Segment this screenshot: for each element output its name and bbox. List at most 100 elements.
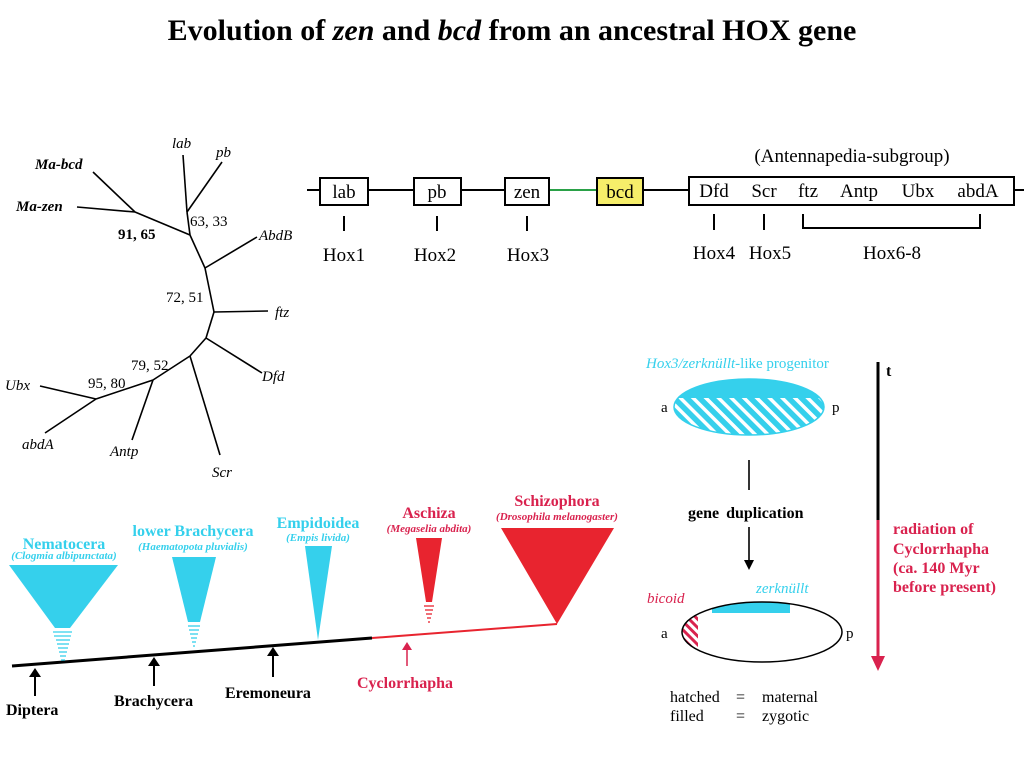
axis-a-label-2: a [661,626,668,642]
gene-zen: zen [514,182,541,203]
nematocera-wedge [9,565,118,628]
diptera-phylogeny: Nematocera lower Brachycera Empidoidea A… [6,493,618,719]
hox3-label: Hox3 [507,245,549,266]
leaf-ma-bcd: Ma-bcd [34,157,83,173]
gene-scr: Scr [751,181,777,202]
hox5-label: Hox5 [749,243,791,264]
hox6-8-bracket [802,214,981,229]
support-value: 91, 65 [118,227,156,243]
phylogeny-baseline [11,636,373,668]
hox-gene-tree [39,154,269,456]
gene-lab: lab [332,182,355,203]
lower-brachycera-species: (Haematopota pluvialis) [138,541,248,553]
tree-branch [189,355,221,456]
leaf-ma-zen: Ma-zen [15,199,63,215]
hox4-label: Hox4 [693,243,736,264]
title-and: and [381,14,431,47]
gene-bcd: bcd [606,182,634,203]
empidoidea-species: (Empis livida) [286,532,350,544]
tree-branch [95,379,154,400]
tree-branch [131,379,154,441]
axis-a-label: a [661,400,668,416]
axis-p-label-2: p [846,626,854,642]
legend-eq-2: = [736,708,745,725]
slide-title: Evolution of zen and bcd from an ancestr… [0,14,1024,48]
zerknullt-domain [712,602,790,613]
gene-abda: abdA [957,181,998,202]
aschiza-wedge [416,538,442,602]
empidoidea-label: Empidoidea [277,515,360,532]
legend-eq-1: = [736,689,745,706]
tree-branch [189,234,206,269]
schizophora-wedge [501,528,614,624]
title-bcd: bcd [437,14,482,47]
tree-branch [44,398,97,434]
leaf-dfd: Dfd [261,369,285,385]
brachycera-node: Brachycera [114,693,193,710]
nematocera-hatch [53,631,72,661]
radiation-line-2: Cyclorrhapha [893,541,989,558]
tree-branch [186,211,191,236]
tree-branch [152,355,191,381]
gene-antp: Antp [840,181,878,202]
leaf-abda: abdA [22,437,55,453]
support-value: 95, 80 [88,376,126,392]
hox1-label: Hox1 [323,245,365,266]
tree-branch [182,154,188,213]
bicoid-label: bicoid [647,591,685,607]
progenitor-hatch [674,398,824,435]
legend-zygotic: zygotic [762,708,809,725]
aschiza-species: (Megaselia abdita) [387,523,472,535]
gene-word: gene [688,505,719,522]
time-label: t [886,363,892,380]
radiation-line-1: radiation of [893,521,974,538]
gene-box-zen [504,177,550,206]
gene-ftz: ftz [798,181,818,202]
tree-branch [189,337,207,357]
tree-branch [134,211,191,236]
aschiza-label: Aschiza [402,505,455,522]
duplication-label: gene duplication [688,505,804,522]
title-zen: zen [332,14,375,47]
schizophora-species: (Drosophila melanogaster) [496,511,618,523]
cyclorrhapha-node: Cyclorrhapha [357,675,453,692]
gene-dfd: Dfd [699,181,729,202]
gene-box-lab [319,177,369,206]
lower-brachycera-hatch [188,625,200,647]
zerknullt-label: zerknüllt [755,581,809,597]
duplication-word: duplication [726,505,803,522]
radiation-line-3: (ca. 140 Myr [893,560,980,577]
schizophora-label: Schizophora [514,493,599,510]
progenitor-label: Hox3/zerknüllt-like progenitor [645,356,829,372]
support-value: 79, 52 [131,358,169,374]
eremoneura-node: Eremoneura [225,685,311,702]
lower-brachycera-label: lower Brachycera [133,523,254,540]
lower-brachycera-wedge [172,557,216,622]
legend-hatched: hatched [670,689,720,706]
aschiza-hatch [424,605,434,623]
nematocera-species: (Clogmia albipunctata) [11,550,116,562]
gene-ubx: Ubx [902,181,935,202]
hox-cluster: lab pb zen bcd Dfd Scr ftz Antp Ubx abdA… [307,146,1024,266]
cyclorrhapha-baseline [371,623,558,639]
gene-box-pb [413,177,462,206]
tree-branch [205,311,215,339]
title-text-1: Evolution of [167,14,326,47]
tree-branch [205,337,263,374]
leaf-antp: Antp [109,444,139,460]
tree-branch [92,171,136,213]
support-value: 63, 33 [190,214,228,230]
nematocera-label: Nematocera [23,536,106,553]
radiation-line-4: before present) [893,579,996,596]
title-text-2: from an ancestral HOX gene [488,14,857,47]
gene-box-antennapedia [688,176,1015,206]
hox6-8-label: Hox6-8 [863,243,921,264]
tree-branch [204,267,215,313]
empidoidea-wedge [305,546,332,640]
leaf-lab: lab [172,136,192,152]
progenitor-rest: -like progenitor [735,356,829,372]
diptera-node: Diptera [6,702,58,719]
tree-branch [213,310,269,313]
leaf-ftz: ftz [275,305,289,321]
